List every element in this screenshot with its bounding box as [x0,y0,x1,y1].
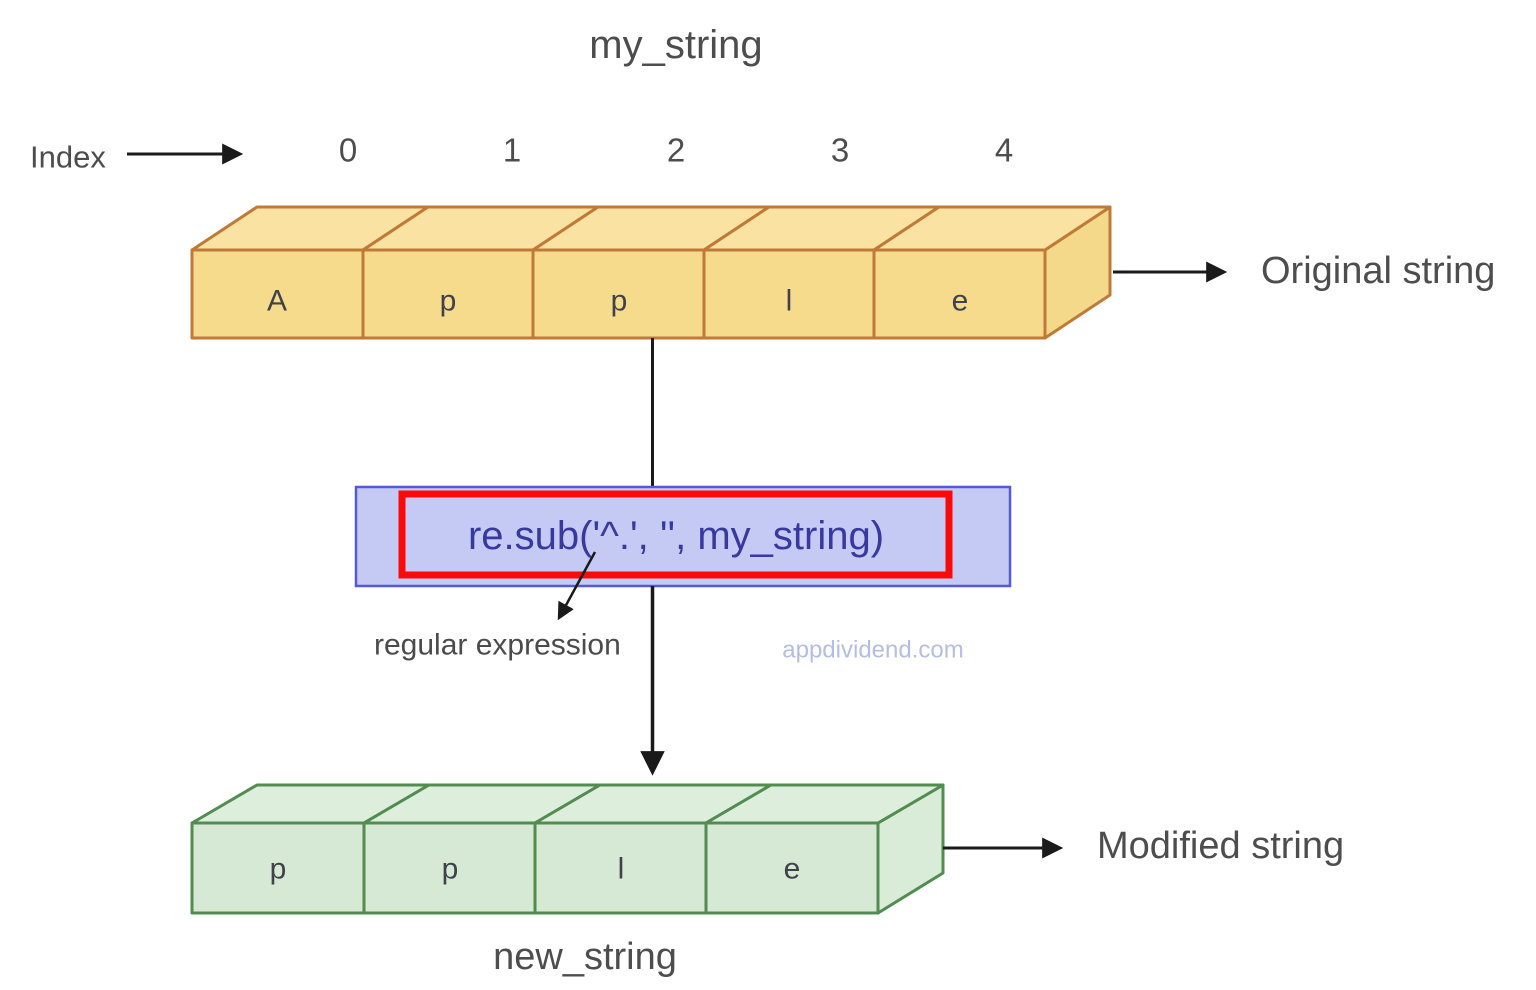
original-cell-4 [872,248,1047,340]
modified-letter-2: l [618,853,625,886]
modified-letter-0: p [270,853,287,886]
modified-cell-3 [704,821,880,915]
index-value-3: 3 [831,132,849,169]
original-cell-2 [531,248,706,340]
original-letter-1: p [440,285,457,318]
new-string-caption: new_string [493,936,677,978]
modified-cell-0 [190,821,366,915]
code-box-group: re.sub('^.', '', my_string) [354,485,1012,588]
modified-string-label: Modified string [1097,825,1344,867]
watermark: appdividend.com [782,637,963,664]
regex-annotation-label: regular expression [374,629,621,662]
original-cell-0 [190,248,365,340]
modified-letter-3: e [784,853,801,886]
original-string-row: A p p l e [190,205,1112,340]
diagram-title: my_string [589,23,762,67]
code-expression: re.sub('^.', '', my_string) [468,514,884,558]
original-letter-0: A [267,285,287,318]
index-value-1: 1 [503,132,521,169]
original-letter-4: e [952,285,969,318]
regex-annotation-arrow [557,551,597,621]
original-letter-3: l [786,285,793,318]
index-value-4: 4 [995,132,1013,169]
modified-string-row: p p l e [190,783,945,915]
index-value-2: 2 [667,132,685,169]
modified-cell-2 [533,821,708,915]
index-value-0: 0 [339,132,357,169]
original-string-label: Original string [1261,250,1495,292]
code-box [354,485,1012,588]
code-highlight-border [398,490,953,579]
index-label: Index [30,140,106,175]
modified-cell-1 [362,821,537,915]
modified-letter-1: p [442,853,459,886]
original-letter-2: p [611,285,628,318]
